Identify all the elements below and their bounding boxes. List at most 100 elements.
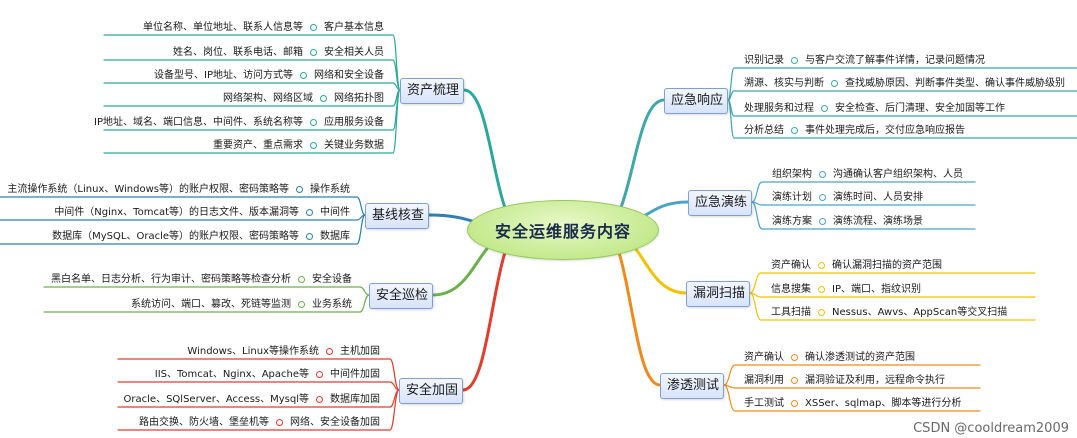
item-link-patrol-0: [43, 286, 370, 296]
bullet-icon: [276, 419, 283, 426]
item-link-asset-5: [103, 89, 401, 154]
bullet-icon: [821, 105, 828, 112]
leaf-name: 业务系统: [312, 299, 352, 310]
bullet-icon: [326, 348, 333, 355]
item-link-reinforce-3: [117, 389, 400, 431]
leaf-name: 数据库加固: [330, 394, 380, 405]
leaf-detail: 主流操作系统（Linux、Windows等）的账户权限、密码策略等: [7, 184, 289, 195]
leaf-name: 资产确认: [744, 352, 784, 363]
leaf-drill-0: 组织架构沟通确认客户组织架构、人员: [772, 166, 963, 183]
leaf-name: 识别记录: [744, 55, 784, 66]
leaf-name: 中间件加固: [330, 369, 380, 380]
leaf-name: 网络和安全设备: [314, 70, 384, 81]
bullet-icon: [300, 72, 307, 79]
leaf-emergency-0: 识别记录与客户交流了解事件详情，记录问题情况: [744, 52, 985, 69]
bullet-icon: [316, 371, 323, 378]
bullet-icon: [791, 354, 798, 361]
bullet-icon: [819, 194, 826, 201]
leaf-asset-5: 重要资产、重点需求 关键业务数据: [213, 137, 384, 154]
leaf-name: 数据库: [320, 231, 350, 242]
item-link-asset-1: [103, 59, 401, 91]
leaf-reinforce-3: 路由交换、防火墙、堡垒机等网络、安全设备加固: [139, 414, 380, 431]
leaf-name: 安全设备: [312, 274, 352, 285]
bullet-icon: [306, 233, 313, 240]
leaf-name: 操作系统: [310, 184, 350, 195]
item-link-pentest-0: [723, 364, 981, 386]
leaf-detail: 设备型号、IP地址、访问方式等: [154, 70, 293, 81]
leaf-detail: Nessus、Awvs、AppScan等交叉扫描: [832, 307, 1008, 318]
bullet-icon: [831, 80, 838, 87]
bullet-icon: [310, 119, 317, 126]
leaf-asset-1: 姓名、岗位、联系电话、邮箱安全相关人员: [173, 44, 384, 61]
branch-baseline: 基线核查: [365, 203, 429, 229]
leaf-detail: XSSer、sqlmap、脚本等进行分析: [805, 398, 962, 409]
leaf-drill-2: 演练方案演练流程、演练场景: [772, 213, 923, 230]
leaf-vuln-2: 工具扫描 Nessus、Awvs、AppScan等交叉扫描: [771, 304, 1007, 321]
leaf-detail: 路由交换、防火墙、堡垒机等: [139, 417, 269, 428]
leaf-vuln-0: 资产确认确认漏洞扫描的资产范围: [771, 257, 942, 274]
leaf-pentest-2: 手工测试 XSSer、sqlmap、脚本等进行分析: [744, 395, 961, 412]
leaf-reinforce-0: Windows、Linux等操作系统主机加固: [187, 343, 380, 360]
bullet-icon: [818, 262, 825, 269]
leaf-emergency-3: 分析总结 事件处理完成后，交付应急响应报告: [744, 122, 965, 139]
leaf-baseline-0: 主流操作系统（Linux、Windows等）的账户权限、密码策略等 操作系统: [7, 181, 350, 198]
leaf-asset-2: 设备型号、IP地址、访问方式等 网络和安全设备: [154, 67, 384, 84]
branch-vuln: 漏洞扫描: [686, 281, 750, 307]
leaf-name: 处理服务和过程: [744, 103, 814, 114]
central-topic: 安全运维服务内容: [467, 200, 659, 260]
item-link-patrol-1: [43, 294, 370, 313]
leaf-detail: 安全检查、后门清理、安全加固等工作: [835, 103, 1005, 114]
leaf-pentest-0: 资产确认 确认渗透测试的资产范围: [744, 349, 915, 366]
branch-drill: 应急演练: [688, 190, 752, 216]
leaf-name: 演练方案: [772, 216, 812, 227]
item-link-baseline-0: [0, 196, 366, 216]
leaf-name: 安全相关人员: [324, 47, 384, 58]
leaf-name: 信息搜集: [771, 284, 811, 295]
leaf-asset-0: 单位名称、单位地址、联系人信息等客户基本信息: [143, 19, 384, 36]
item-link-baseline-2: [0, 214, 366, 245]
item-link-vuln-2: [749, 292, 1036, 321]
item-link-drill-2: [751, 201, 976, 230]
leaf-baseline-2: 数据库（MySQL、Oracle等）的账户权限、密码策略等 数据库: [52, 228, 350, 245]
leaf-detail: 查找威胁原因、判断事件类型、确认事件威胁级别: [845, 78, 1065, 89]
leaf-name: 网络拓扑图: [334, 93, 384, 104]
leaf-detail: Windows、Linux等操作系统: [187, 346, 319, 357]
leaf-name: 演练计划: [772, 192, 812, 203]
bullet-icon: [819, 171, 826, 178]
leaf-detail: 中间件（Nginx、Tomcat等）的日志文件、版本漏洞等: [54, 207, 299, 218]
bullet-icon: [791, 400, 798, 407]
bullet-icon: [310, 49, 317, 56]
leaf-baseline-1: 中间件（Nginx、Tomcat等）的日志文件、版本漏洞等 中间件: [54, 204, 350, 221]
leaf-name: 中间件: [320, 207, 350, 218]
bullet-icon: [310, 142, 317, 149]
leaf-detail: 确认渗透测试的资产范围: [805, 352, 915, 363]
branch-patrol: 安全巡检: [369, 283, 433, 309]
branch-reinforce: 安全加固: [399, 378, 463, 404]
item-link-emergency-1: [727, 90, 1077, 101]
leaf-detail: 数据库（MySQL、Oracle等）的账户权限、密码策略等: [52, 231, 299, 242]
leaf-name: 分析总结: [744, 125, 784, 136]
leaf-detail: IIS、Tomcat、Nginx、Apache等: [154, 369, 309, 380]
bullet-icon: [306, 209, 313, 216]
bullet-icon: [310, 24, 317, 31]
leaf-name: 关键业务数据: [324, 140, 384, 151]
leaf-reinforce-2: Oracle、SQlServer、Access、Mysql等 数据库加固: [124, 391, 380, 408]
bullet-icon: [819, 218, 826, 225]
bullet-icon: [791, 57, 798, 64]
bullet-icon: [316, 396, 323, 403]
leaf-name: 工具扫描: [771, 307, 811, 318]
leaf-name: 溯源、核实与判断: [744, 78, 824, 89]
bullet-icon: [791, 377, 798, 384]
item-link-reinforce-1: [117, 381, 400, 391]
leaf-detail: 系统访问、端口、篡改、死链等监测: [131, 299, 291, 310]
leaf-detail: Oracle、SQlServer、Access、Mysql等: [123, 394, 309, 405]
watermark: CSDN @cooldream2009: [913, 421, 1069, 436]
bullet-icon: [818, 286, 825, 293]
leaf-detail: 事件处理完成后，交付应急响应报告: [805, 125, 965, 136]
leaf-detail: 重要资产、重点需求: [213, 140, 303, 151]
leaf-detail: 确认漏洞扫描的资产范围: [832, 260, 942, 271]
leaf-name: 手工测试: [744, 398, 784, 409]
leaf-detail: 单位名称、单位地址、联系人信息等: [143, 22, 303, 33]
bullet-icon: [320, 95, 327, 102]
